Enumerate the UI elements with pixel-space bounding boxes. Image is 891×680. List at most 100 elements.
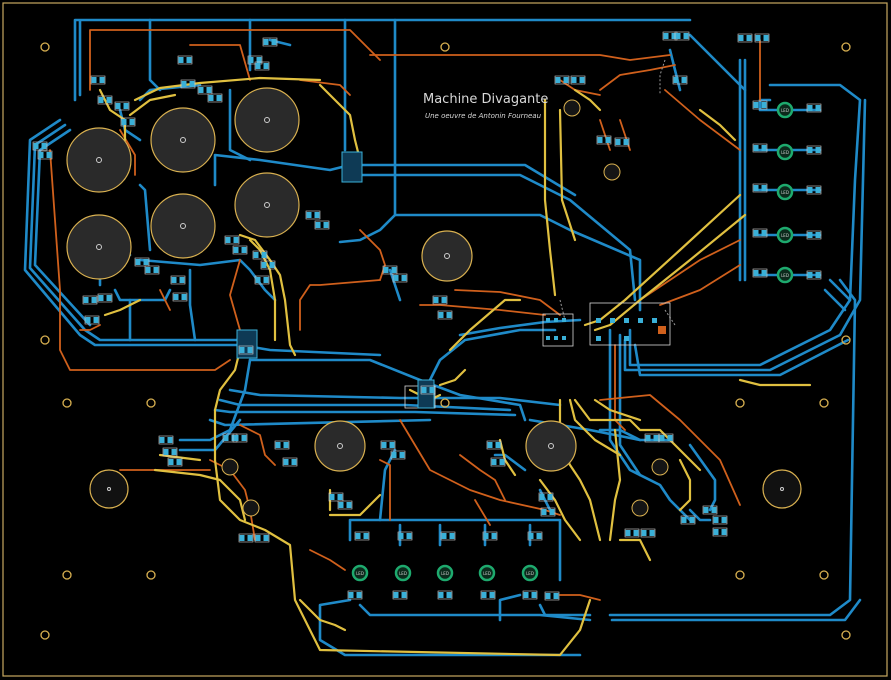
smd-part (712, 527, 728, 537)
led-b2: LED (394, 564, 412, 582)
speaker-6 (234, 172, 300, 238)
led-r2: LED (776, 143, 794, 161)
led-b3: LED (436, 564, 454, 582)
smd-part (380, 440, 396, 450)
led-r1: LED (776, 101, 794, 119)
smd-part (82, 295, 98, 305)
speaker-2 (150, 107, 216, 173)
smd-part (482, 531, 498, 541)
smd-part (180, 79, 196, 89)
svg-text:LED: LED (356, 571, 364, 576)
smd-part (120, 117, 136, 127)
smd-part (167, 457, 183, 467)
smd-part (437, 310, 453, 320)
smd-part (712, 515, 728, 525)
smd-part (274, 440, 290, 450)
smd-part (97, 293, 113, 303)
smd-part (224, 235, 240, 245)
board-title: Machine Divagante (423, 92, 548, 107)
smd-part (32, 141, 48, 151)
smd-part (674, 31, 690, 41)
smd-part (752, 183, 768, 193)
smd-part (806, 230, 822, 240)
smd-part (432, 295, 448, 305)
smd-part (754, 33, 770, 43)
smd-part (397, 531, 413, 541)
smd-part (328, 492, 344, 502)
smd-part (90, 75, 106, 85)
speaker-1 (66, 127, 132, 193)
board-subtitle: Une oeuvre de Antonin Fourneau (425, 112, 542, 120)
smd-components (32, 31, 822, 601)
led-column-right: LED LED LED LED LED (776, 101, 794, 284)
led-b1: LED (351, 564, 369, 582)
smd-part (672, 75, 688, 85)
smd-part (144, 265, 160, 275)
smd-part (282, 457, 298, 467)
speaker-7 (421, 230, 473, 282)
smd-part (262, 37, 278, 47)
smd-part (614, 137, 630, 147)
speaker-8 (314, 420, 366, 472)
speaker-centers (96, 117, 784, 491)
smd-part (752, 143, 768, 153)
smd-part (252, 250, 268, 260)
smd-part (658, 433, 674, 443)
speaker-3 (234, 87, 300, 153)
smd-part (522, 590, 538, 600)
svg-text:LED: LED (441, 571, 449, 576)
smd-part (554, 75, 570, 85)
smd-part (392, 273, 408, 283)
smd-part (640, 528, 656, 538)
smd-part (624, 528, 640, 538)
smd-part (538, 492, 554, 502)
smd-part (134, 257, 150, 267)
smd-part (752, 228, 768, 238)
smd-part (260, 260, 276, 270)
microcontroller-module (542, 302, 671, 347)
smd-part (806, 185, 822, 195)
smd-part (172, 292, 188, 302)
smd-part (37, 150, 53, 160)
yellow-traces (98, 76, 812, 657)
svg-text:LED: LED (483, 571, 491, 576)
smd-part (752, 100, 768, 110)
smd-part (437, 590, 453, 600)
svg-text:LED: LED (781, 150, 789, 155)
smd-part (680, 515, 696, 525)
smd-part (752, 268, 768, 278)
small-pads (221, 99, 669, 517)
svg-text:LED: LED (781, 273, 789, 278)
smd-part (570, 75, 586, 85)
smd-part (392, 590, 408, 600)
smd-part (314, 220, 330, 230)
svg-text:LED: LED (781, 190, 789, 195)
smd-part (806, 145, 822, 155)
smd-part (420, 385, 436, 395)
mounting-holes (40, 42, 851, 640)
smd-part (114, 101, 130, 111)
smd-part (170, 275, 186, 285)
speaker-4 (66, 214, 132, 280)
speaker-pads (66, 87, 802, 509)
orange-traces (49, 29, 761, 601)
smd-part (354, 531, 370, 541)
smd-part (254, 533, 270, 543)
svg-text:LED: LED (781, 233, 789, 238)
smd-part (162, 447, 178, 457)
large-pad-right (762, 469, 802, 509)
smd-part (232, 433, 248, 443)
smd-part (254, 61, 270, 71)
smd-part (806, 270, 822, 280)
smd-part (97, 95, 113, 105)
smd-part (382, 265, 398, 275)
smd-part (490, 457, 506, 467)
svg-text:LED: LED (399, 571, 407, 576)
smd-part (737, 33, 753, 43)
ic-upper (341, 151, 363, 183)
smd-part (347, 590, 363, 600)
large-pad-left (89, 469, 129, 509)
smd-part (544, 591, 560, 601)
